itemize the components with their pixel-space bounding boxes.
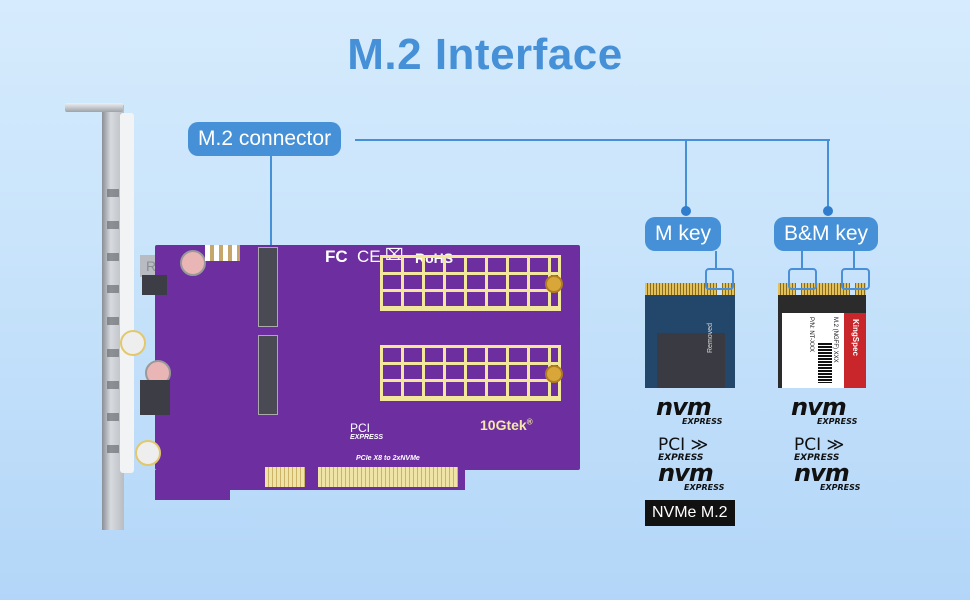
callout-dot-mkey — [681, 206, 691, 216]
callout-m-key: M key — [645, 217, 722, 251]
ce-logo: CE — [357, 247, 381, 266]
gold-fingers-short — [265, 467, 305, 487]
b-key-highlight — [788, 268, 817, 290]
capacitor-1 — [180, 250, 206, 276]
standoff-grid-2 — [380, 345, 561, 401]
gold-fingers-long — [318, 467, 458, 487]
ssd-bm-key: KingSpec M.2 (NGFF) XXX P/N: NT-XXX — [778, 283, 866, 388]
fc-logo: FC — [325, 247, 348, 266]
pci-text: PCI ≫ — [658, 435, 709, 455]
ssd-bm-barcode — [818, 343, 832, 383]
bracket-top-flange — [65, 103, 123, 112]
pcb-tab-left — [155, 490, 230, 500]
ssd-m-gold-contacts — [645, 283, 735, 295]
ssd-bm-brand-strip — [844, 313, 866, 388]
pcie-nvme-logo-mkey: PCI ≫ EXPRESS nvm EXPRESS — [658, 437, 724, 492]
pci-express-text-2: EXPRESS — [794, 453, 840, 463]
pcie-logo: PCI EXPRESS — [350, 422, 383, 442]
mkey-line — [715, 251, 717, 269]
nvme-m2-badge: NVMe M.2 — [645, 500, 735, 526]
pci-express-text: EXPRESS — [658, 453, 704, 463]
bmkey-line-m — [853, 251, 855, 269]
pcie-nvme-logo-bmkey: PCI ≫ EXPRESS nvm EXPRESS — [794, 437, 860, 492]
pci-text-2: PCI ≫ — [794, 435, 845, 455]
callout-line-horizontal — [355, 139, 830, 141]
page-title: M.2 Interface — [347, 30, 623, 79]
nvm-text-2: nvm — [658, 459, 714, 487]
m2-slot-1 — [258, 247, 278, 327]
express-text: EXPRESS — [682, 417, 723, 426]
nvm-text-4: nvm — [794, 459, 850, 487]
resistor-array — [205, 245, 240, 261]
mount-hole-1 — [120, 330, 146, 356]
m-key-highlight — [705, 268, 734, 290]
nvm-text: nvm — [656, 393, 712, 421]
standoff-screw-1 — [545, 275, 563, 293]
brand-mark: ® — [526, 417, 533, 427]
standoff-grid-1 — [380, 255, 561, 311]
callout-line-bmkey — [827, 139, 829, 211]
ssd-bm-brand: KingSpec — [851, 319, 860, 356]
express-text-4: EXPRESS — [820, 483, 861, 492]
chip — [140, 380, 170, 415]
callout-dot-bmkey — [823, 206, 833, 216]
callout-bm-key: B&M key — [774, 217, 879, 251]
brand-text: 10Gtek — [480, 417, 527, 433]
nvm-text-3: nvm — [791, 393, 847, 421]
chip-2 — [142, 275, 167, 295]
ssd-m-key: Removed — [645, 283, 735, 388]
nvme-logo-bmkey: nvm EXPRESS — [791, 393, 858, 426]
callout-line-mkey — [685, 139, 687, 211]
express-text-2: EXPRESS — [684, 483, 725, 492]
ssd-bm-model: M.2 (NGFF) XXX — [832, 317, 838, 363]
nvme-logo-mkey: nvm EXPRESS — [656, 393, 723, 426]
pcie-logo-bottom: EXPRESS — [350, 434, 384, 441]
express-text-3: EXPRESS — [817, 417, 858, 426]
bmkey-line-b — [801, 251, 803, 269]
ssd-bm-pn: P/N: NT-XXX — [808, 317, 814, 353]
standoff-screw-2 — [545, 365, 563, 383]
ssd-m-chip — [657, 333, 725, 388]
bracket-plate — [120, 113, 134, 473]
pcie-logo-top: PCI — [350, 421, 371, 435]
m2-slot-2 — [258, 335, 278, 415]
pcie-card: R5 FC CE ⌧ RoHS PCI EXPRESS 10Gtek® PCIe… — [60, 95, 580, 535]
ssd-m-label: Removed — [707, 323, 714, 353]
m-key-highlight-2 — [841, 268, 870, 290]
bracket-vents — [107, 175, 119, 465]
model-text: PCIe X8 to 2xNVMe — [356, 455, 420, 462]
ssd-bm-label — [782, 313, 844, 388]
callout-m2-connector: M.2 connector — [188, 122, 342, 156]
brand-logo: 10Gtek® — [480, 417, 533, 433]
mount-hole-2 — [135, 440, 161, 466]
